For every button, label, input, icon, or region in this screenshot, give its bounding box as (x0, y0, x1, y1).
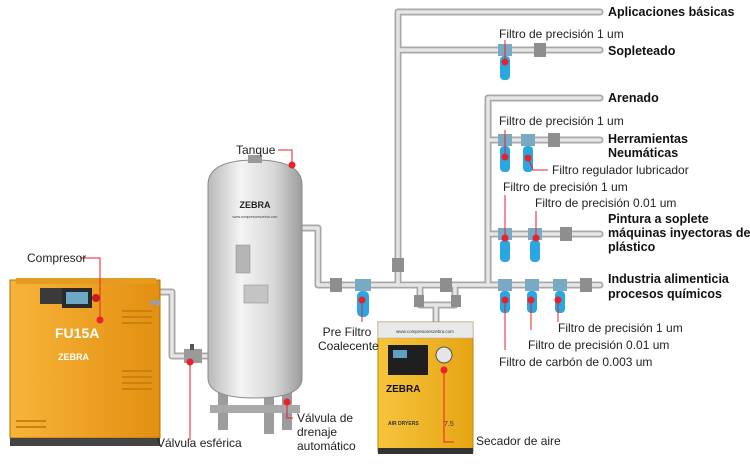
label-filtro-ind-1: Filtro de precisión 1 um (558, 321, 683, 335)
dryer-url-text: www.compresoreszebra.com (396, 329, 454, 334)
leader-lines (80, 40, 559, 443)
tank-brand-logo: ZEBRA (240, 200, 271, 210)
ball-valve (184, 344, 202, 363)
compressor: FU15A ZEBRA (9, 278, 161, 446)
riser-valve (392, 258, 404, 272)
marker-filtro-regulador (524, 154, 532, 162)
label-industria-2: procesos químicos (608, 287, 722, 301)
sopleteado-valve (534, 43, 546, 57)
valve-blocks (330, 43, 592, 307)
filter-industria (498, 279, 567, 313)
label-valvula-esferica: Válvula esférica (157, 436, 242, 450)
marker-filtro-pintura-1 (501, 234, 509, 242)
filter-pintura (498, 228, 542, 262)
label-sopleteado: Sopleteado (608, 44, 676, 58)
dryer-brand-logo: ZEBRA (386, 384, 420, 395)
label-prefiltro-1: Pre Filtro (322, 325, 372, 339)
label-filtro-pintura-1: Filtro de precisión 1 um (503, 180, 628, 194)
marker-filtro-ind-2 (527, 296, 535, 304)
main-valve (440, 278, 452, 292)
herramientas-valve (548, 133, 560, 147)
label-aplicaciones: Aplicaciones básicas (608, 5, 735, 19)
markers (96, 58, 562, 406)
marker-prefiltro (358, 296, 366, 304)
label-pintura-1: Pintura a soplete (608, 212, 709, 226)
label-filtro-herramientas: Filtro de precisión 1 um (499, 114, 624, 128)
label-prefiltro-2: Coalecente (318, 339, 379, 353)
label-pintura-2: máquinas inyectoras de (608, 226, 750, 240)
marker-filtro-pintura-2 (532, 234, 540, 242)
label-filtro-pintura-2: Filtro de precisión 0.01 um (535, 196, 677, 210)
label-arenado: Arenado (608, 91, 659, 105)
label-compresor: Compresor (27, 251, 87, 265)
label-pintura-3: plástico (608, 240, 656, 254)
label-filtro-ind-2: Filtro de precisión 0.01 um (528, 338, 670, 352)
tank-outlet-valve (330, 278, 342, 292)
marker-compresor (96, 316, 104, 324)
marker-tanque (288, 161, 296, 169)
marker-filtro-herramientas (501, 153, 509, 161)
label-valvula-drenaje-3: automático (297, 439, 356, 453)
label-filtro-sopleteado: Filtro de precisión 1 um (499, 27, 624, 41)
label-herramientas-2: Neumáticas (608, 146, 679, 160)
label-secador: Secador de aire (476, 434, 561, 448)
compressor-model-text: FU15A (55, 325, 99, 341)
label-industria-1: Industria alimenticia (608, 272, 729, 286)
industria-valve (580, 278, 592, 292)
marker-filtro-ind-1 (501, 296, 509, 304)
compressor-brand-logo: ZEBRA (58, 352, 89, 362)
pintura-valve (560, 227, 572, 241)
tank-url-text: www.compresoreszebra.com (233, 215, 278, 219)
label-filtro-ind-3: Filtro de carbón de 0.003 um (499, 355, 653, 369)
label-tanque: Tanque (236, 143, 276, 157)
marker-secador (440, 366, 448, 374)
marker-filtro-sopleteado (501, 58, 509, 66)
marker-valvula-esferica (186, 358, 194, 366)
dryer-valve-left (414, 295, 424, 307)
pipe-tank-main (296, 224, 402, 289)
dryer-size-text: 7.5 (444, 421, 454, 428)
dryer-valve-right (451, 295, 461, 307)
marker-valvula-drenaje (283, 398, 291, 406)
dryer-model-text: AIR DRYERS (388, 421, 419, 427)
label-valvula-drenaje-2: drenaje (297, 425, 338, 439)
label-filtro-regulador: Filtro regulador lubricador (552, 163, 689, 177)
label-valvula-drenaje-1: Válvula de (297, 411, 354, 425)
air-dryer: www.compresoreszebra.com ZEBRA AIR DRYER… (377, 321, 474, 454)
label-herramientas-1: Herramientas (608, 132, 688, 146)
air-tank: ZEBRA www.compresoreszebra.com (207, 155, 303, 434)
marker-filtro-ind-3 (554, 296, 562, 304)
